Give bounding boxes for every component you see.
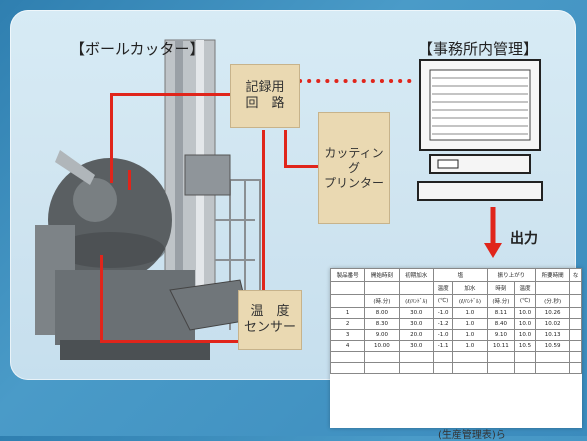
- table-caption: (生産管理表)ら: [438, 430, 506, 441]
- ball-cutter-title: 【ボールカッター】: [70, 40, 205, 58]
- wire-bottom-v: [100, 255, 103, 343]
- table-row: [330, 362, 582, 374]
- table-header-row: 製品番号 開始時刻 初期加水 塩 振り上がり 所要時間 な: [330, 268, 582, 282]
- temperature-sensor-box: 温 度 センサー: [238, 290, 302, 350]
- recording-circuit-box: 記録用 回 路: [230, 64, 300, 128]
- table-header-row: 温度 加水 時刻 温度: [330, 281, 582, 295]
- cutting-printer-box: カッティング プリンター: [318, 112, 390, 224]
- office-title: 【事務所内管理】: [418, 40, 539, 58]
- output-label: 出力: [510, 231, 538, 247]
- table-header-row: (時.分) (ℓ/ﾊﾝﾄﾞﾙ) (℃) (ℓ/ﾊﾝﾄﾞﾙ) (時.分) (℃) …: [330, 294, 582, 308]
- wire-left: [110, 93, 113, 183]
- wire-bottom-h: [100, 340, 240, 343]
- wire-right-v: [262, 130, 265, 290]
- wire-printer-v: [284, 130, 287, 167]
- production-table: 製品番号 開始時刻 初期加水 塩 振り上がり 所要時間 な 温度 加水 時刻 温…: [330, 268, 582, 428]
- table-row: [330, 351, 582, 363]
- wire-mid: [128, 170, 131, 190]
- wire-top: [110, 93, 230, 96]
- wire-printer-h: [284, 165, 318, 168]
